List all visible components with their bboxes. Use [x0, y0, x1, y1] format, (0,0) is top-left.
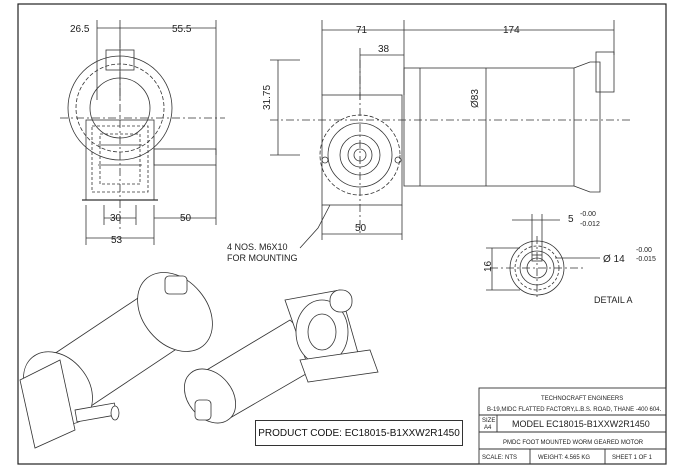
- dim-side-bottom: 50: [355, 223, 367, 234]
- mounting-note-line1: 4 NOS. M6X10: [227, 242, 288, 252]
- dim-side-top-left: 71: [356, 25, 368, 36]
- product-code: PRODUCT CODE: EC18015-B1XXW2R1450: [258, 427, 460, 439]
- isometric-view-left: [19, 272, 213, 449]
- dim-key-width-tol-upper: -0.00: [580, 211, 596, 218]
- sheet-border: [17, 3, 667, 465]
- dim-side-diameter: Ø83: [470, 89, 481, 108]
- dim-shaft-tol-lower: -0.015: [636, 256, 656, 263]
- dim-key-height: 16: [483, 260, 494, 272]
- title-sheet: SHEET 1 OF 1: [612, 455, 653, 461]
- dim-front-bottom-inner: 30: [110, 213, 122, 224]
- mounting-note-line2: FOR MOUNTING: [227, 253, 298, 263]
- title-block: [478, 387, 667, 465]
- dim-front-bottom-outer: 53: [111, 235, 123, 246]
- title-company: TECHNOCRAFT ENGINEERS: [541, 396, 623, 402]
- dim-front-shaft: 50: [180, 213, 192, 224]
- title-address: B-19,MIDC FLATTED FACTORY,L.B.S. ROAD, T…: [487, 407, 662, 413]
- dim-side-offset: 38: [378, 44, 390, 55]
- title-weight: WEIGHT: 4.565 KG: [538, 455, 590, 461]
- isometric-view-right: [183, 289, 379, 424]
- title-size-value: A4: [484, 425, 492, 431]
- title-description: PMDC FOOT MOUNTED WORM GEARED MOTOR: [503, 440, 644, 446]
- title-scale: SCALE: NTS: [482, 455, 517, 461]
- title-size-label: SIZE: [482, 418, 495, 424]
- detail-a-view: [486, 214, 600, 300]
- title-model: MODEL EC18015-B1XXW2R1450: [512, 419, 650, 429]
- detail-a-label: DETAIL A: [594, 295, 633, 305]
- dim-front-right: 55.5: [172, 24, 192, 35]
- dim-front-left: 26.5: [70, 24, 90, 35]
- front-view: [60, 20, 225, 245]
- dim-side-height: 31.75: [262, 85, 273, 110]
- dim-side-top-right: 174: [503, 25, 520, 36]
- side-view: [270, 20, 630, 249]
- dim-key-width-tol-lower: -0.012: [580, 221, 600, 228]
- product-code-box: PRODUCT CODE: EC18015-B1XXW2R1450: [255, 420, 463, 446]
- dim-shaft-tol-upper: -0.00: [636, 247, 652, 254]
- dim-key-width: 5: [568, 214, 574, 225]
- dim-shaft-diameter: Ø 14: [603, 254, 625, 265]
